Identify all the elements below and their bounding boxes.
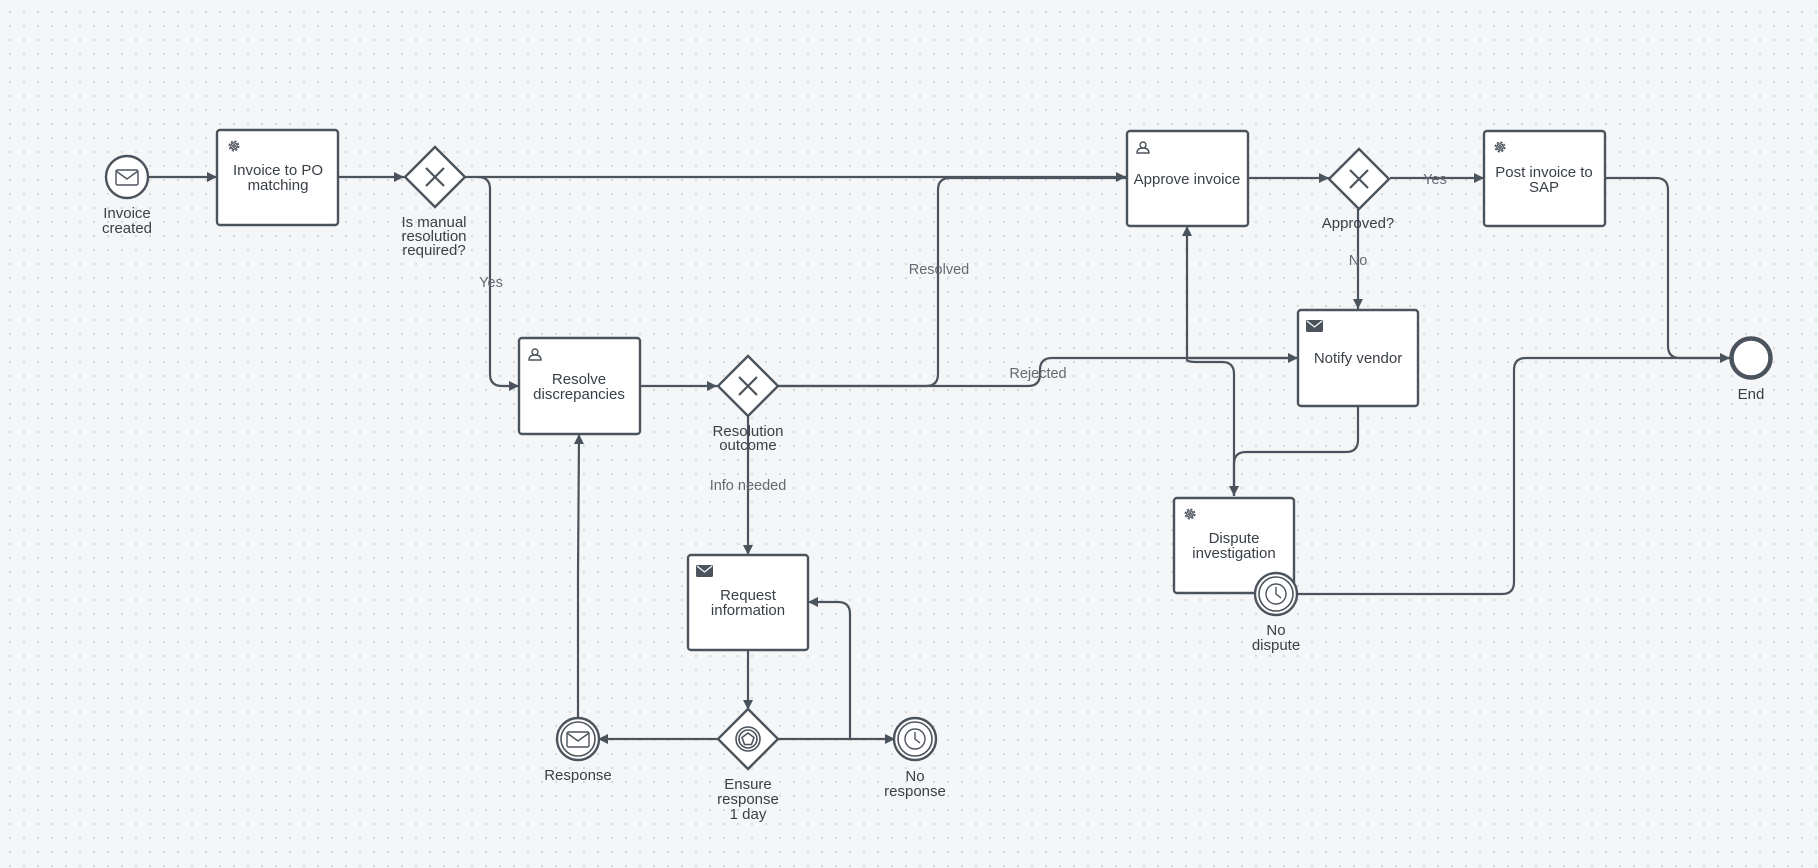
- event-label-line-2: dispute: [1252, 637, 1300, 654]
- flow-no-dispute-to-end[interactable]: [1296, 356, 1730, 596]
- task-label-line-2: SAP: [1529, 179, 1559, 196]
- event-label-line-1: End: [1738, 386, 1765, 403]
- task-label-line-1: Approve invoice: [1134, 171, 1241, 188]
- envelope-icon: [115, 169, 139, 186]
- end-event[interactable]: End: [1729, 336, 1773, 404]
- flow-no-response-to-request[interactable]: [808, 597, 852, 739]
- task-notify-vendor[interactable]: Notify vendor: [1296, 308, 1420, 408]
- edge-label-info-needed: Info needed: [710, 478, 787, 494]
- flow-post-to-end[interactable]: [1605, 176, 1730, 363]
- event-no-dispute[interactable]: No dispute: [1252, 571, 1300, 654]
- task-label-line-1: Notify vendor: [1314, 350, 1402, 367]
- task-dispute-investigation[interactable]: Dispute investigation: [1172, 496, 1296, 595]
- task-label-line-2: matching: [248, 177, 309, 194]
- gateway-label-line-3: 1 day: [730, 806, 767, 823]
- gear-icon: [228, 140, 240, 152]
- exclusive-x-icon: [1349, 169, 1369, 189]
- envelope-icon: [696, 565, 713, 577]
- event-no-response[interactable]: No response: [884, 716, 946, 800]
- event-response[interactable]: Response: [544, 716, 612, 784]
- gateway-label-line-1: Approved?: [1322, 215, 1395, 232]
- gateway-label-line-2: resolution: [401, 228, 466, 245]
- event-label-line-1: Response: [544, 767, 612, 784]
- gateway-ensure-response[interactable]: Ensure response 1 day: [716, 707, 780, 823]
- edge-label-manual-yes: Yes: [479, 275, 503, 291]
- edge-label-approved-no: No: [1349, 253, 1368, 269]
- task-invoice-to-po-matching[interactable]: Invoice to PO matching: [215, 128, 340, 227]
- flow-notify-to-dispute[interactable]: [1232, 406, 1360, 496]
- gateway-label-line-2: response: [717, 791, 779, 808]
- gateway-manual-resolution[interactable]: Is manual resolution required?: [401, 145, 467, 259]
- event-label-line-2: response: [884, 783, 946, 800]
- task-label-line-1: Post invoice to: [1495, 164, 1593, 181]
- task-post-invoice-to-sap[interactable]: Post invoice to SAP: [1482, 129, 1607, 228]
- task-label-line-1: Invoice to PO: [233, 162, 323, 179]
- gateway-label-line-1: Is manual: [401, 214, 466, 231]
- envelope-icon: [566, 731, 590, 748]
- edge-label-rejected: Rejected: [1009, 366, 1066, 382]
- flow-response-to-resolve[interactable]: [573, 433, 584, 717]
- sequence-flows: [149, 172, 1730, 744]
- gateway-resolution-outcome[interactable]: Resolution outcome: [713, 354, 784, 454]
- exclusive-x-icon: [425, 167, 445, 187]
- task-resolve-discrepancies[interactable]: Resolve discrepancies: [517, 336, 642, 436]
- gateway-label-line-1: Ensure: [724, 776, 772, 793]
- task-label-line-1: Request: [720, 587, 777, 604]
- task-label-line-1: Resolve: [552, 371, 606, 388]
- gateway-label-line-1: Resolution: [713, 423, 784, 440]
- envelope-icon: [1306, 320, 1323, 332]
- task-approve-invoice[interactable]: Approve invoice: [1125, 129, 1250, 228]
- gateway-label-line-3: required?: [402, 242, 465, 259]
- event-based-pentagon-icon: [735, 726, 761, 752]
- gateway-label-line-2: outcome: [719, 437, 777, 454]
- gateway-approved[interactable]: Approved?: [1322, 147, 1395, 232]
- event-label-line-1: No: [905, 768, 924, 785]
- edge-label-resolved: Resolved: [909, 262, 969, 278]
- start-event-invoice-created[interactable]: Invoice created: [102, 154, 152, 237]
- timer-icon: [904, 728, 926, 750]
- flow-approve-to-dispute[interactable]: [1185, 358, 1239, 496]
- flow-rejected-to-notify[interactable]: [778, 353, 1298, 388]
- task-label-line-2: discrepancies: [533, 386, 625, 403]
- flow-notify-to-approve[interactable]: [1182, 226, 1298, 360]
- start-event-label-line-1: Invoice: [103, 205, 151, 222]
- edge-labels: Yes Resolved Rejected Info needed Yes No: [479, 172, 1447, 494]
- exclusive-x-icon: [738, 376, 758, 396]
- flow-gateway-yes-to-resolve[interactable]: [477, 175, 519, 391]
- edge-label-approved-yes: Yes: [1423, 172, 1447, 188]
- user-icon: [528, 348, 542, 361]
- gear-icon: [1494, 141, 1506, 153]
- task-label-line-1: Dispute: [1209, 530, 1260, 547]
- task-label-line-2: information: [711, 602, 785, 619]
- gear-icon: [1184, 508, 1196, 520]
- start-event-label-line-2: created: [102, 220, 152, 237]
- task-label-line-2: investigation: [1192, 545, 1275, 562]
- task-request-information[interactable]: Request information: [686, 553, 810, 652]
- timer-icon: [1265, 583, 1287, 605]
- user-icon: [1136, 141, 1150, 154]
- event-label-line-1: No: [1266, 622, 1285, 639]
- flow-resolved-to-approve[interactable]: [778, 176, 1126, 388]
